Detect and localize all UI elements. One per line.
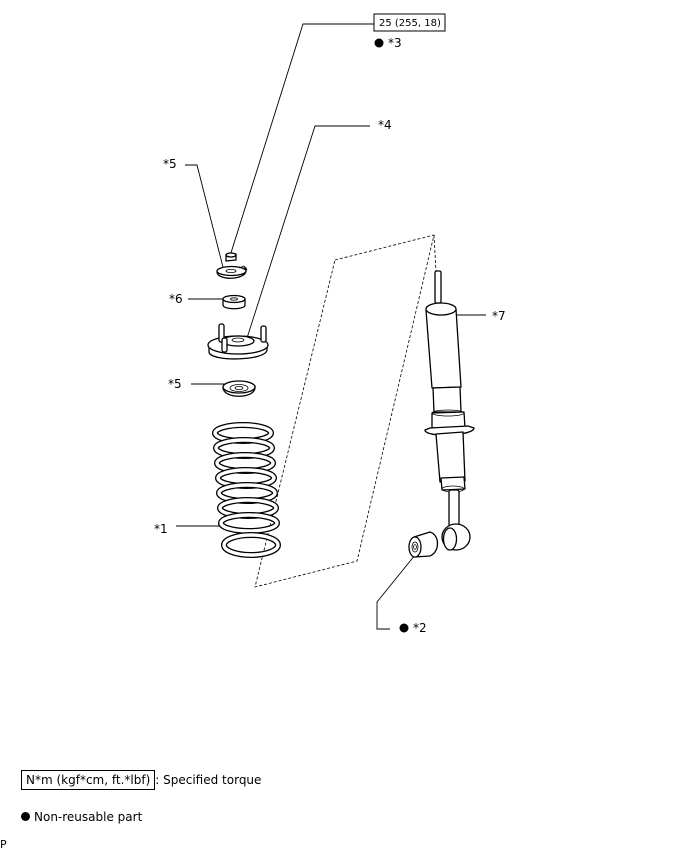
leader-5-top	[185, 164, 226, 276]
callout-5-top: *5	[163, 157, 177, 171]
upper-support-part	[207, 323, 269, 360]
callout-5-bottom: *5	[168, 377, 182, 391]
upper-insulator-top-part	[216, 265, 248, 279]
callout-2: *2	[413, 621, 427, 635]
filled-circle-icon	[21, 812, 30, 821]
non-reusable-legend-text: Non-reusable part	[34, 810, 143, 824]
non-reusable-dot-icon	[399, 623, 409, 633]
nut-part	[225, 252, 237, 262]
torque-legend-text: : Specified torque	[155, 773, 262, 787]
leader-4	[246, 125, 370, 339]
assembly-outline	[254, 234, 435, 588]
corner-mark: P	[0, 838, 7, 851]
legend-non-reusable: Non-reusable part	[21, 810, 142, 824]
callout-7: *7	[492, 309, 506, 323]
legend-torque: N*m (kgf*cm, ft.*lbf): Specified torque	[21, 770, 261, 790]
leader-torque	[229, 23, 374, 257]
callout-6: *6	[169, 292, 183, 306]
callout-4: *4	[378, 118, 392, 132]
torque-value-label: 25 (255, 18)	[379, 18, 441, 29]
shock-absorber-part	[424, 270, 475, 551]
lower-bushing-part	[408, 531, 439, 558]
coil-spring-part	[212, 422, 281, 558]
leader-2	[376, 554, 416, 630]
torque-unit-box: N*m (kgf*cm, ft.*lbf)	[21, 770, 156, 790]
non-reusable-dot-icon	[374, 38, 384, 48]
assembly-outline-edge	[433, 234, 437, 273]
torque-value-box	[373, 13, 446, 32]
callout-1: *1	[154, 522, 168, 536]
lower-insulator-part	[222, 380, 256, 397]
callout-3: *3	[388, 36, 402, 50]
bushing-part	[222, 294, 246, 310]
